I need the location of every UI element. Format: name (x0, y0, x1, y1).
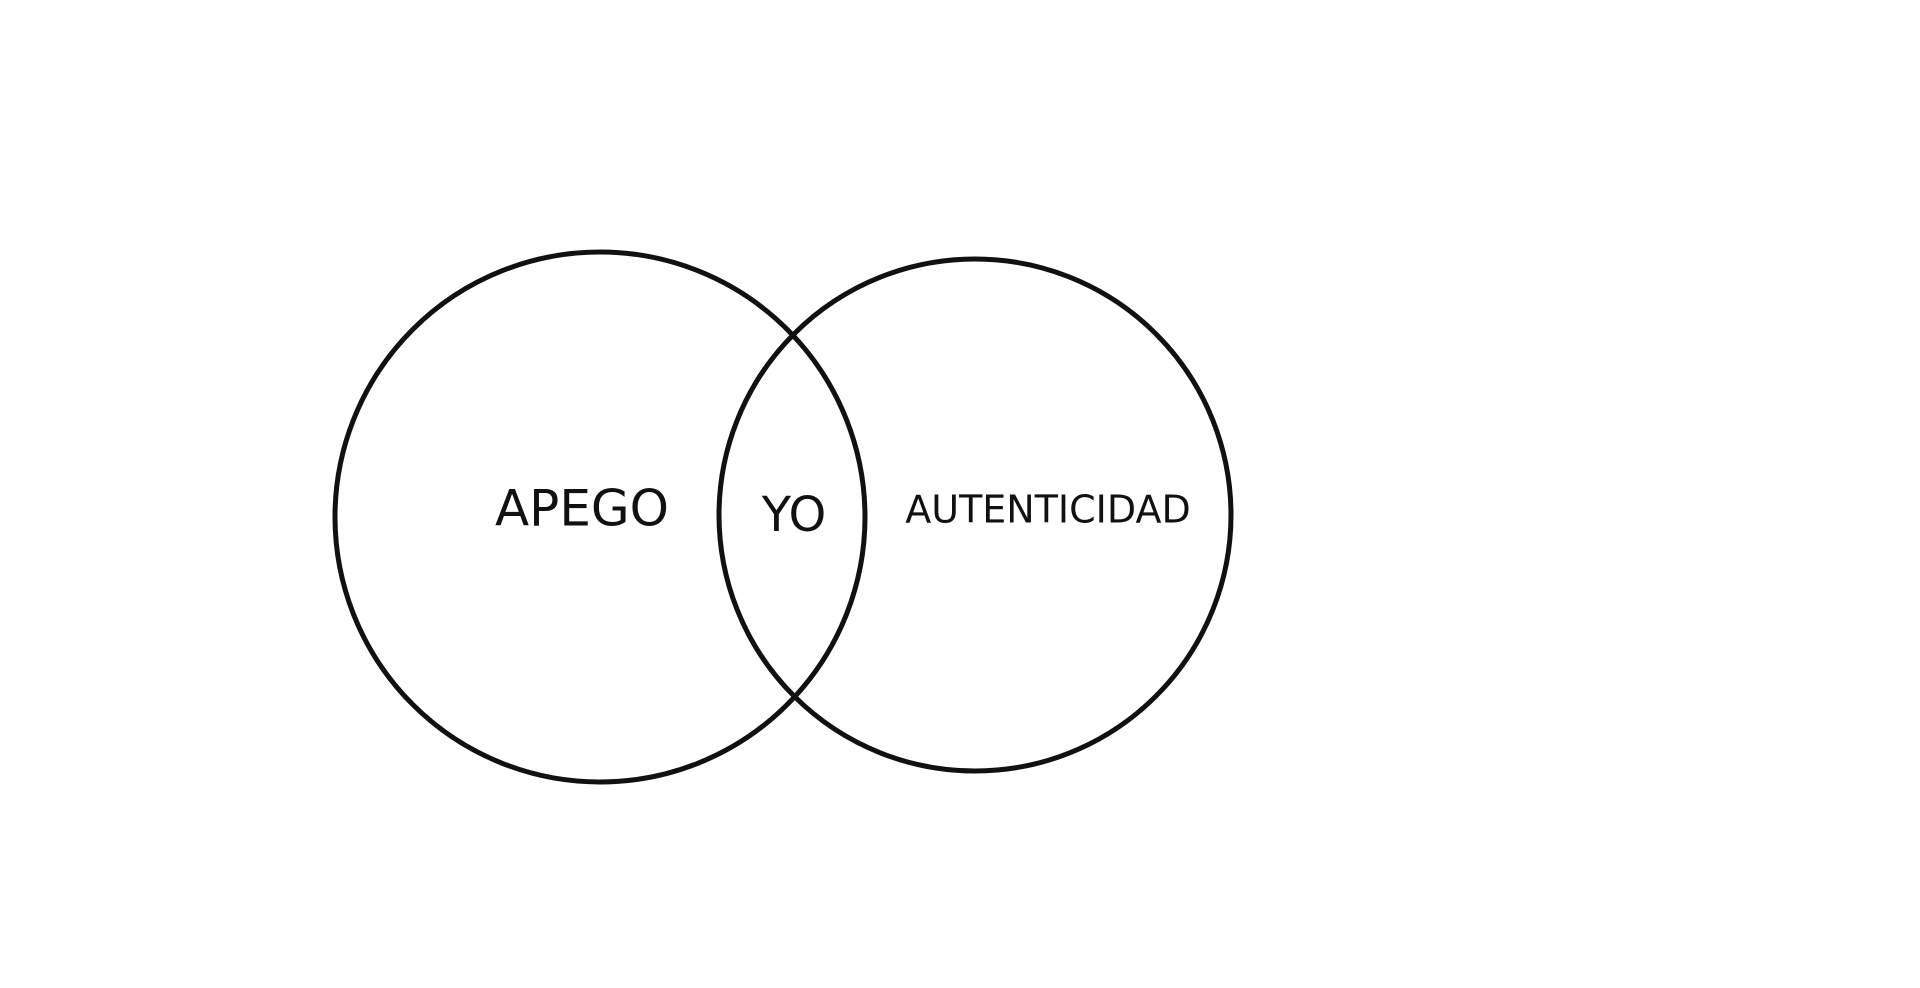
set-label-autenticidad: AUTENTICIDAD (905, 488, 1190, 532)
set-label-apego: APEGO (495, 480, 669, 538)
intersection-label-yo: YO (761, 487, 826, 543)
venn-circle-autenticidad (716, 256, 1234, 774)
venn-circle-apego (332, 249, 868, 785)
